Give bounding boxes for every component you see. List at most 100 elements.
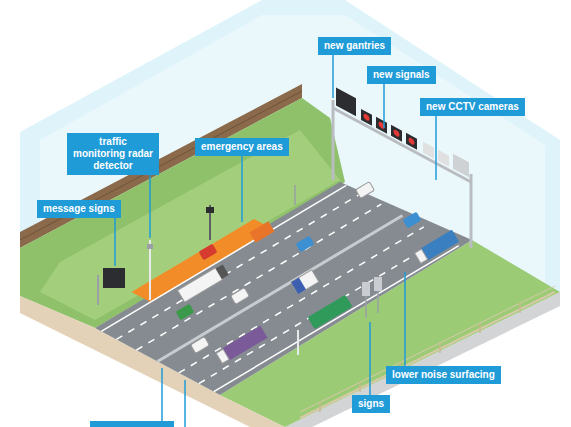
callout-label: message signs [43, 203, 115, 215]
carriageway [101, 185, 459, 391]
roadside-equipment [98, 185, 382, 355]
leader-lines [90, 55, 436, 427]
roadside-equipment [103, 268, 125, 288]
vehicles [231, 288, 250, 305]
callout-label: new gantries [324, 40, 385, 52]
roadside-equipment [362, 282, 370, 296]
roadside-equipment [294, 185, 296, 205]
vehicles [231, 288, 250, 305]
vehicles [421, 230, 459, 260]
callout-box: lower noise surfacing [386, 366, 501, 384]
carriageway [116, 193, 361, 339]
vehicles [216, 326, 268, 365]
callout-label: lower noise surfacing [392, 369, 495, 381]
roadside-equipment [365, 296, 367, 318]
vehicles [403, 212, 422, 229]
gantry [336, 88, 356, 117]
vehicles [216, 349, 229, 363]
callout-label: signs [358, 398, 384, 410]
gantry [333, 108, 471, 182]
vehicles [199, 244, 218, 261]
leader-lines [404, 272, 406, 366]
vehicles [356, 182, 375, 199]
leader-lines [161, 368, 163, 427]
gantry [406, 133, 417, 150]
vehicles [291, 270, 319, 294]
carriageway [179, 227, 424, 373]
leader-lines [369, 322, 371, 395]
vehicles [199, 244, 218, 261]
vehicles [403, 212, 422, 229]
callout-box: signs [352, 395, 390, 413]
vehicles [356, 182, 375, 199]
carriageway [199, 238, 444, 384]
leader-lines [114, 218, 116, 266]
vehicles [176, 304, 195, 321]
callout-box: new CCTV cameras [420, 98, 525, 116]
roadside-equipment [377, 291, 379, 313]
leader-lines [332, 55, 334, 98]
vehicles [308, 295, 353, 330]
vehicles [291, 278, 306, 295]
carriageway [101, 185, 346, 331]
callout-label: emergency areas [201, 141, 283, 153]
vehicles [308, 295, 353, 330]
gantry [364, 113, 370, 122]
roadside-equipment [206, 207, 214, 213]
callout-box: message signs [37, 200, 121, 218]
roadside-equipment [147, 244, 153, 249]
vehicles [176, 304, 195, 321]
vehicles [415, 249, 428, 263]
callout-box: new signals [367, 66, 436, 84]
callout-box: new gantries [318, 37, 391, 55]
callout-label: traffic monitoring radar detector [73, 136, 153, 172]
verge-grass [479, 323, 481, 333]
carriageway [95, 182, 472, 395]
gantry [438, 150, 449, 167]
vehicles [414, 230, 459, 265]
vehicles [216, 264, 229, 278]
vehicles [291, 270, 319, 294]
vehicles [249, 221, 274, 243]
verge-grass [319, 402, 321, 412]
gantry [332, 100, 335, 180]
leader-lines [90, 421, 174, 427]
verge-grass [439, 343, 441, 353]
callout-box: emergency areas [195, 138, 289, 156]
vehicles [176, 182, 459, 365]
vehicles [296, 236, 315, 253]
verge-grass [320, 303, 520, 412]
gantry [376, 117, 387, 134]
vehicles [249, 221, 274, 243]
gantry [394, 129, 400, 138]
carriageway [95, 182, 472, 395]
leader-lines [184, 380, 186, 427]
verge-grass [359, 382, 361, 392]
verge-grass [300, 292, 555, 418]
carriageway [158, 216, 403, 362]
gantry [391, 125, 402, 142]
callout-label: new CCTV cameras [426, 101, 519, 113]
roadside-equipment [297, 330, 299, 355]
verge-grass [300, 286, 555, 412]
vehicles [191, 337, 210, 354]
vehicles [178, 268, 223, 303]
gantry [470, 174, 473, 248]
leader-lines [383, 84, 385, 128]
gantry [453, 154, 469, 178]
gantry [409, 137, 415, 146]
roadside-equipment [97, 275, 99, 305]
vehicles [296, 236, 315, 253]
callout-box: traffic monitoring radar detector [67, 133, 159, 175]
vehicles [178, 264, 230, 303]
vehicles [191, 337, 210, 354]
vehicles [223, 326, 268, 361]
verge-grass [519, 303, 521, 313]
gantry [361, 109, 372, 126]
leader-lines [435, 116, 437, 180]
callout-label: new signals [373, 69, 430, 81]
gantry [423, 142, 434, 159]
leader-lines [241, 156, 243, 222]
